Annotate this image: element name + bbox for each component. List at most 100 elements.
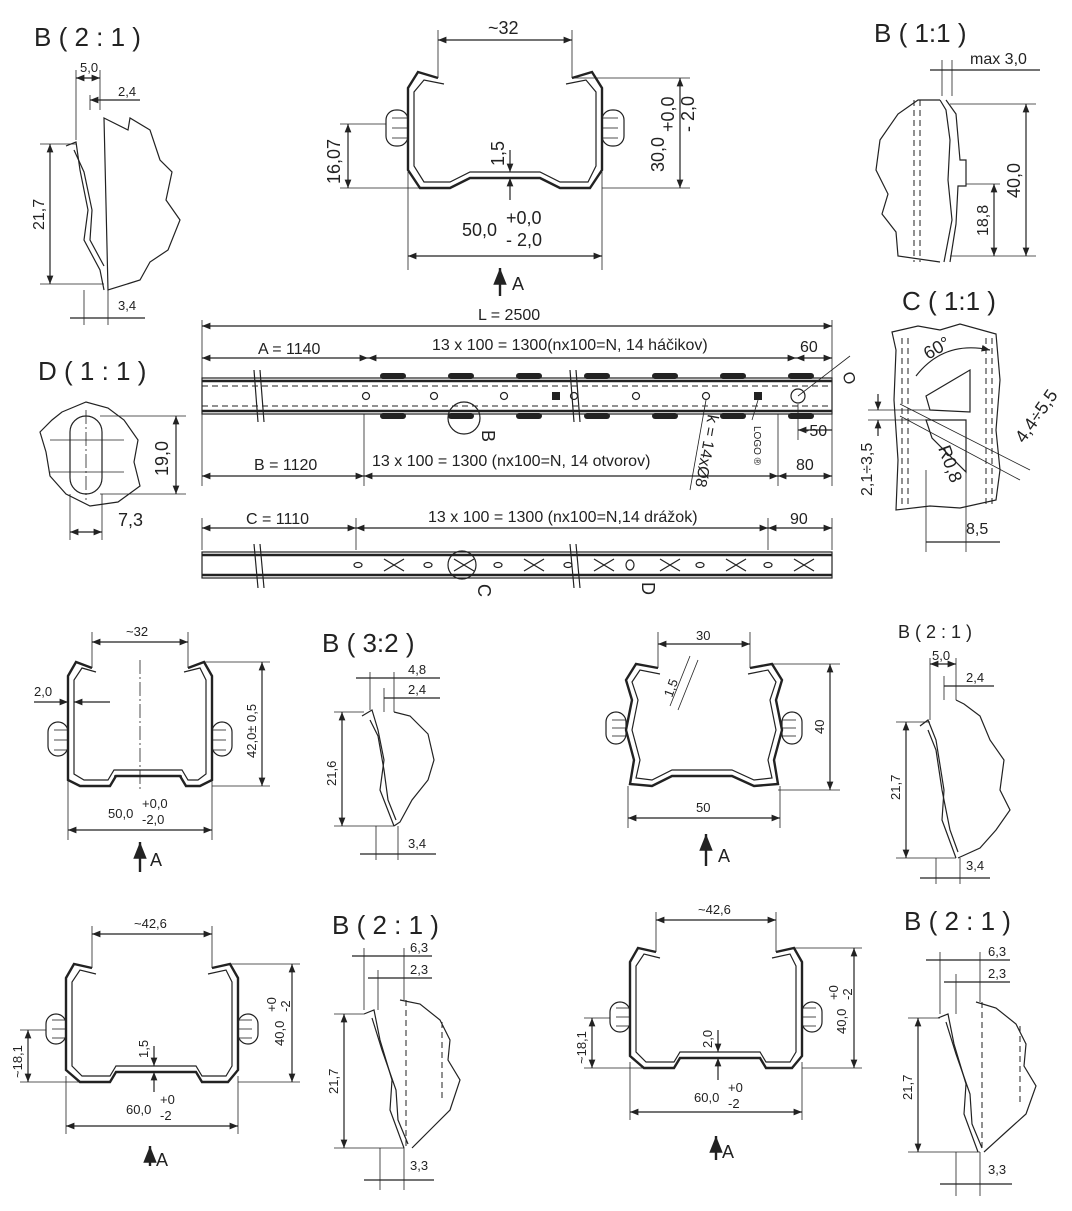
dim: 4,4÷5,5 <box>1011 386 1062 447</box>
dim: ~18,1 <box>574 1031 589 1064</box>
section-5: ~42,6 ~18,1 2,0 40,0 +0 -2 60,0 +0 -2 A <box>574 902 862 1162</box>
dim: 2,4 <box>966 670 984 685</box>
tol: -2 <box>728 1096 740 1111</box>
section-2: ~32 2,0 42,0± 0,5 50,0 +0,0 -2,0 A <box>34 624 270 872</box>
dim: 60,0 <box>126 1102 151 1117</box>
dim: 5,0 <box>932 648 950 663</box>
section-4: ~42,6 ~18,1 1,5 40,0 +0 -2 60,0 +0 -2 A <box>10 916 300 1170</box>
detail-marker: C <box>474 584 494 597</box>
dim: 13 x 100 = 1300 (nx100=N, 14 otvorov) <box>372 453 650 470</box>
dim: 2,4 <box>118 84 136 99</box>
dim: O <box>838 370 858 388</box>
dim: 21,7 <box>326 1069 341 1094</box>
detail-b-1-1: B ( 1:1 ) max 3,0 40,0 18,8 <box>874 18 1040 263</box>
dim: 21,7 <box>31 199 48 230</box>
tol: +0,0 <box>658 96 678 132</box>
dim: 1,5 <box>488 141 508 166</box>
dim: 40,0 <box>1004 163 1024 198</box>
section-3: 30 1,5 40 50 A <box>605 628 840 866</box>
dim: 2,3 <box>410 962 428 977</box>
dim: 1,5 <box>136 1040 151 1058</box>
dim: 3,4 <box>118 298 136 313</box>
dim: 60,0 <box>694 1090 719 1105</box>
dim: 3,4 <box>966 858 984 873</box>
dim: 13 x 100 = 1300(nx100=N, 14 háčikov) <box>432 337 708 354</box>
dim-length: L = 2500 <box>478 307 540 324</box>
dim: 90 <box>790 511 808 528</box>
tol: -2 <box>840 988 855 1000</box>
dim: 2,0 <box>34 684 52 699</box>
dim: 21,7 <box>900 1075 915 1100</box>
detail-title: C ( 1:1 ) <box>902 286 996 316</box>
tol: +0 <box>160 1092 175 1107</box>
detail-title: B ( 1:1 ) <box>874 18 966 48</box>
rail-top: L = 2500 A = 1140 13 x 100 = 1300(nx100=… <box>201 307 858 491</box>
dim: 40,0 <box>272 1021 287 1046</box>
dim: 2,0 <box>700 1030 715 1048</box>
dim: 3,4 <box>408 836 426 851</box>
detail-b-2-1-top-left: B ( 2 : 1 ) 5,0 2,4 21,7 3,4 <box>31 22 181 325</box>
detail-title: B ( 2 : 1 ) <box>332 910 439 940</box>
dim: 1,5 <box>661 677 681 699</box>
dim: 7,3 <box>118 510 143 530</box>
dim: 42,0± 0,5 <box>244 704 259 758</box>
dim: 13 x 100 = 1300 (nx100=N,14 drážok) <box>428 509 698 526</box>
dim: 21,6 <box>324 761 339 786</box>
logo-label: LOGO ® <box>751 426 762 466</box>
detail-title: B ( 3:2 ) <box>322 628 414 658</box>
dim: 3,3 <box>410 1158 428 1173</box>
detail-d-1-1: D ( 1 : 1 ) 19,0 7,3 <box>38 356 186 540</box>
tol: -2 <box>278 1000 293 1012</box>
detail-marker: B <box>478 430 498 442</box>
dim: 8,5 <box>966 521 988 538</box>
dim: 16,07 <box>324 139 344 184</box>
tol: -2 <box>160 1108 172 1123</box>
dim: 50 <box>696 800 710 815</box>
dim: ~50 <box>800 423 827 440</box>
tol: +0 <box>728 1080 743 1095</box>
tol: -2,0 <box>142 812 164 827</box>
hole-spec: k = 14xØ8 <box>691 413 721 488</box>
dim: 18,8 <box>975 205 992 236</box>
detail-c-1-1: C ( 1:1 ) 60° 4,4÷5,5 2,1÷3,5 R0,8 8,5 <box>859 286 1062 552</box>
view-arrow-label: A <box>718 846 730 866</box>
tol: +0,0 <box>506 208 542 228</box>
tol: +0 <box>826 985 841 1000</box>
dim: 30 <box>696 628 710 643</box>
detail-title: B ( 2 : 1 ) <box>898 622 972 642</box>
dim: 2,3 <box>988 966 1006 981</box>
dim: 40 <box>812 720 827 734</box>
dim: 5,0 <box>80 60 98 75</box>
dim: ~32 <box>488 18 519 38</box>
rail-bottom: C = 1110 13 x 100 = 1300 (nx100=N,14 drá… <box>201 509 833 597</box>
dim: 2,4 <box>408 682 426 697</box>
dim: ~32 <box>126 624 148 639</box>
dim: 50,0 <box>108 806 133 821</box>
dim: 30,0 <box>648 137 668 172</box>
dim: 19,0 <box>152 441 172 476</box>
dim: 50,0 <box>462 220 497 240</box>
dim: C = 1110 <box>246 511 309 528</box>
dim: 3,3 <box>988 1162 1006 1177</box>
dim: A = 1140 <box>258 341 321 358</box>
dim: 6,3 <box>988 944 1006 959</box>
view-arrow-label: A <box>156 1150 168 1170</box>
view-arrow-label: A <box>150 850 162 870</box>
dim: 60 <box>800 339 818 356</box>
detail-b-2-1-bottom-center: B ( 2 : 1 ) 6,3 2,3 21,7 3,3 <box>326 910 461 1190</box>
dim: 21,7 <box>888 775 903 800</box>
section-main: ~32 16,07 1,5 30,0 +0,0 - 2,0 50,0 +0,0 … <box>324 18 698 296</box>
dim: ~42,6 <box>698 902 731 917</box>
tol: - 2,0 <box>678 96 698 132</box>
dim: max 3,0 <box>970 51 1027 68</box>
dim: 2,1÷3,5 <box>859 443 876 496</box>
view-arrow-label: A <box>512 274 524 294</box>
detail-title: B ( 2 : 1 ) <box>34 22 141 52</box>
detail-b-2-1-mid-right: B ( 2 : 1 ) 5,0 2,4 21,7 3,4 <box>888 622 1011 884</box>
tol: - 2,0 <box>506 230 542 250</box>
detail-b-3-2: B ( 3:2 ) 4,8 2,4 21,6 3,4 <box>322 628 440 860</box>
view-arrow-label: A <box>722 1142 734 1162</box>
detail-marker: D <box>638 582 658 595</box>
dim: ~42,6 <box>134 916 167 931</box>
